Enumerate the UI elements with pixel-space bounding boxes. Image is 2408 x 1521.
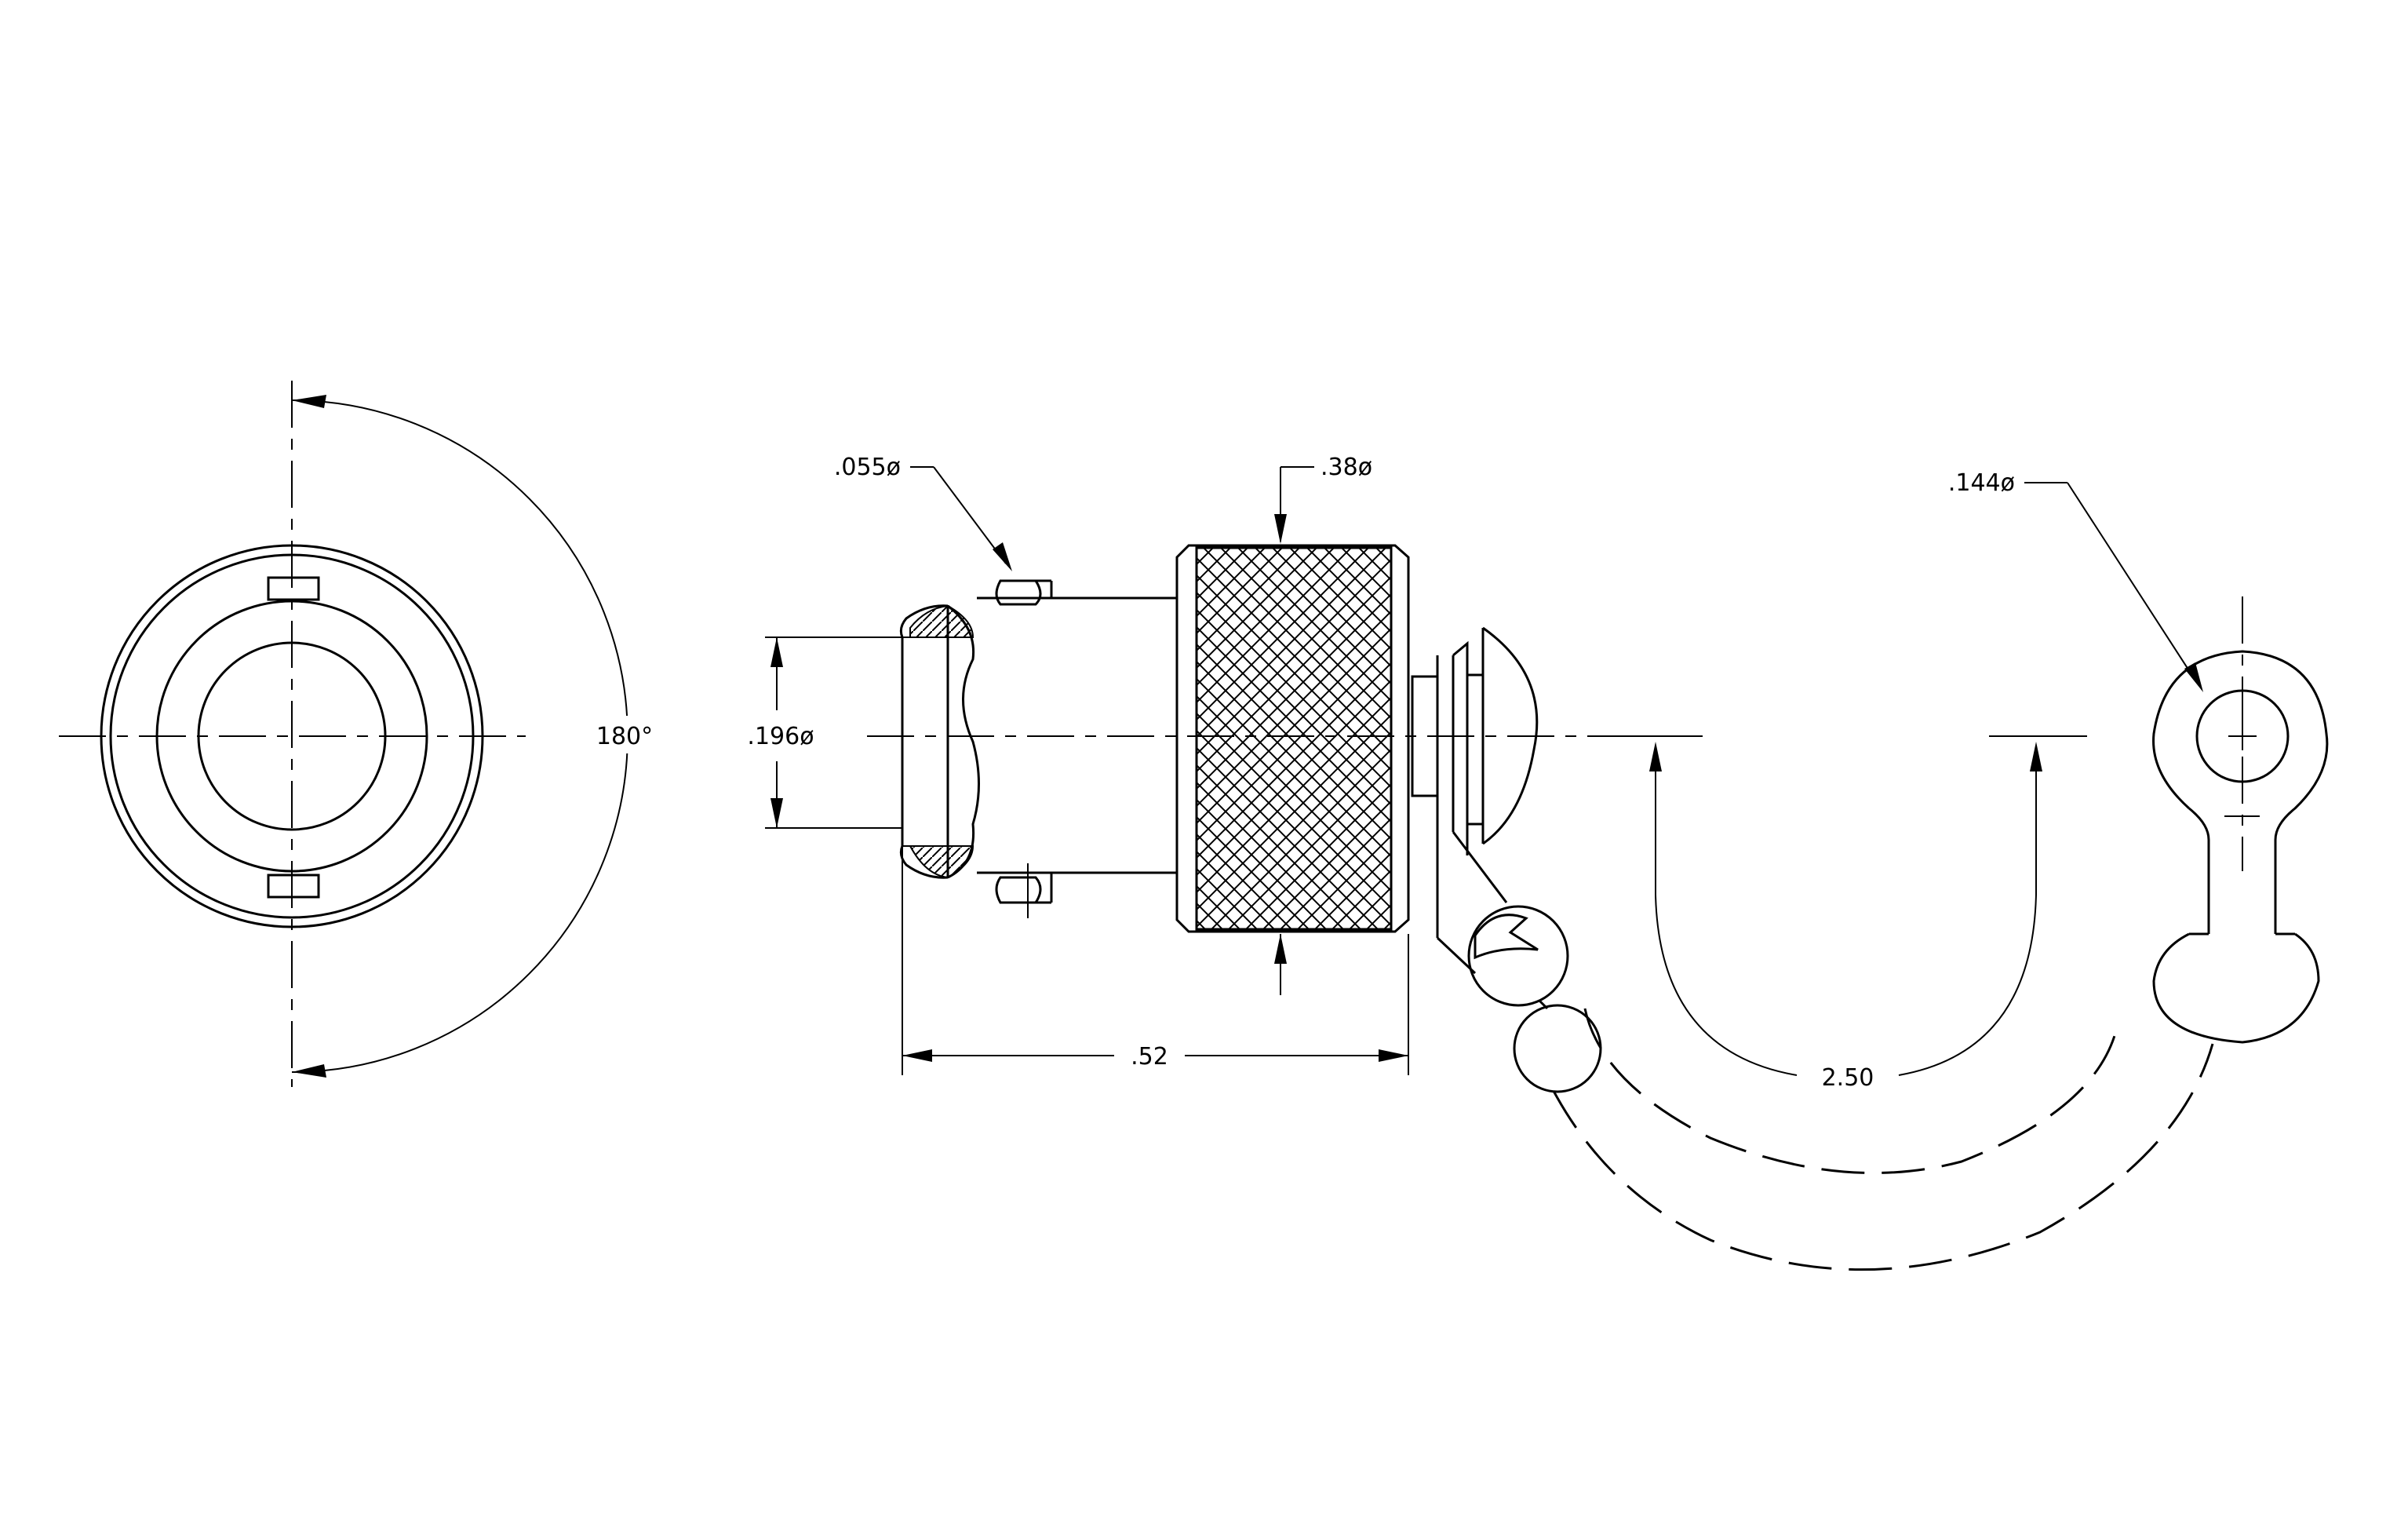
pin-diameter-dimension: .055ø bbox=[834, 454, 1012, 571]
length-arrow-right bbox=[1379, 1049, 1408, 1062]
bore-diameter-dimension: .196ø bbox=[747, 636, 902, 829]
angle-arrow-top bbox=[292, 395, 326, 408]
end-view: 180° bbox=[59, 381, 662, 1087]
pin-leader-arrow bbox=[993, 542, 1012, 571]
length-dimension: .52 bbox=[902, 848, 1409, 1075]
coupling-cut-line bbox=[947, 604, 980, 879]
chain-link-left bbox=[1538, 999, 1549, 1010]
section-hatch-bottom bbox=[909, 845, 974, 879]
strap-upper bbox=[1452, 831, 1508, 903]
bore-diameter-label: .196ø bbox=[747, 723, 814, 750]
coupling-left-profile bbox=[899, 604, 949, 879]
length-label: .52 bbox=[1131, 1043, 1168, 1071]
chain-dim-arc-left bbox=[1655, 746, 1798, 1076]
chain-ball bbox=[1513, 1004, 1602, 1093]
ring-leader-arrow bbox=[2184, 662, 2203, 692]
pin-leader-line bbox=[933, 466, 1007, 564]
ring-leader-line bbox=[2067, 482, 2198, 684]
end-ball bbox=[2152, 932, 2320, 1044]
length-arrow-left bbox=[902, 1049, 932, 1062]
side-view bbox=[867, 544, 2087, 1093]
top-lug bbox=[267, 576, 320, 601]
bottom-bayonet-pin bbox=[995, 876, 1042, 904]
angle-label: 180° bbox=[596, 723, 653, 750]
knurled-nut-outline bbox=[1175, 544, 1410, 933]
pin-diameter-label: .055ø bbox=[834, 454, 901, 481]
knurl-arrow-bottom bbox=[1274, 934, 1287, 964]
ring-eye-outline-left bbox=[2188, 807, 2210, 934]
chain-length-dimension: 2.50 bbox=[1610, 735, 2083, 1092]
bottom-lug bbox=[267, 874, 320, 899]
chain-inner-arc bbox=[1583, 1008, 2120, 1175]
top-bayonet-pin bbox=[995, 579, 1042, 606]
chain-length-label: 2.50 bbox=[1822, 1064, 1874, 1092]
ring-diameter-label: .144ø bbox=[1948, 469, 2015, 497]
chain-outer-arc bbox=[1552, 1043, 2214, 1271]
knurl-diameter-dimension: .38ø bbox=[1274, 454, 1372, 995]
rear-plate-bevel bbox=[1452, 640, 1469, 855]
keeper-hook bbox=[1474, 914, 1539, 960]
strap-lower bbox=[1436, 936, 1477, 975]
rear-washer bbox=[1467, 673, 1485, 826]
ring-diameter-dimension: .144ø bbox=[1948, 469, 2203, 692]
chain bbox=[1552, 1008, 2214, 1271]
bore-arrow-top bbox=[770, 637, 783, 667]
keeper-ring bbox=[1467, 905, 1569, 1007]
chain-arrow-left bbox=[1649, 742, 1662, 771]
angle-arrow-bottom bbox=[292, 1064, 326, 1078]
ring-end bbox=[2152, 596, 2329, 1044]
section-hatch-top bbox=[909, 604, 974, 638]
chain-dim-arc-right bbox=[1898, 746, 2037, 1076]
bore-arrow-bottom bbox=[770, 798, 783, 828]
knurled-grip bbox=[1195, 546, 1393, 931]
chain-arrow-right bbox=[2030, 742, 2042, 771]
ring-eye-outline-right bbox=[2152, 650, 2329, 934]
knurl-arrow-top bbox=[1274, 514, 1287, 544]
knurl-diameter-label: .38ø bbox=[1321, 454, 1372, 481]
rear-dome bbox=[1482, 626, 1539, 845]
